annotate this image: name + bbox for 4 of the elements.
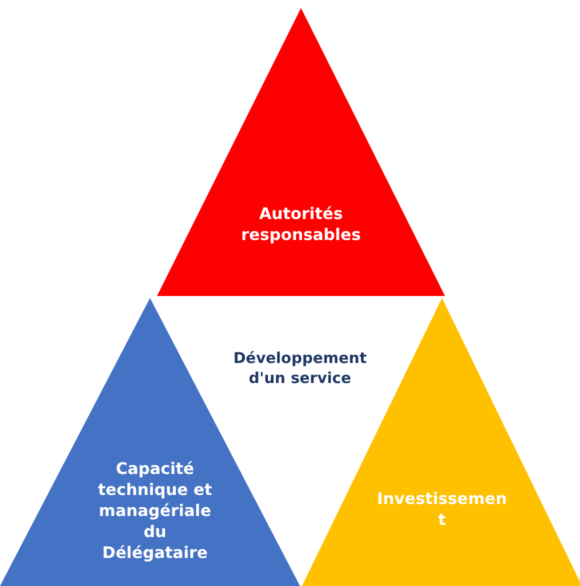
triangle-label: Investissemen t (376, 488, 508, 530)
center-label: Développement d'un service (232, 348, 368, 388)
triangle-label: Capacité technique et managériale du Délégataire (96, 458, 213, 563)
triangle-label: Autorités responsables (240, 203, 362, 245)
